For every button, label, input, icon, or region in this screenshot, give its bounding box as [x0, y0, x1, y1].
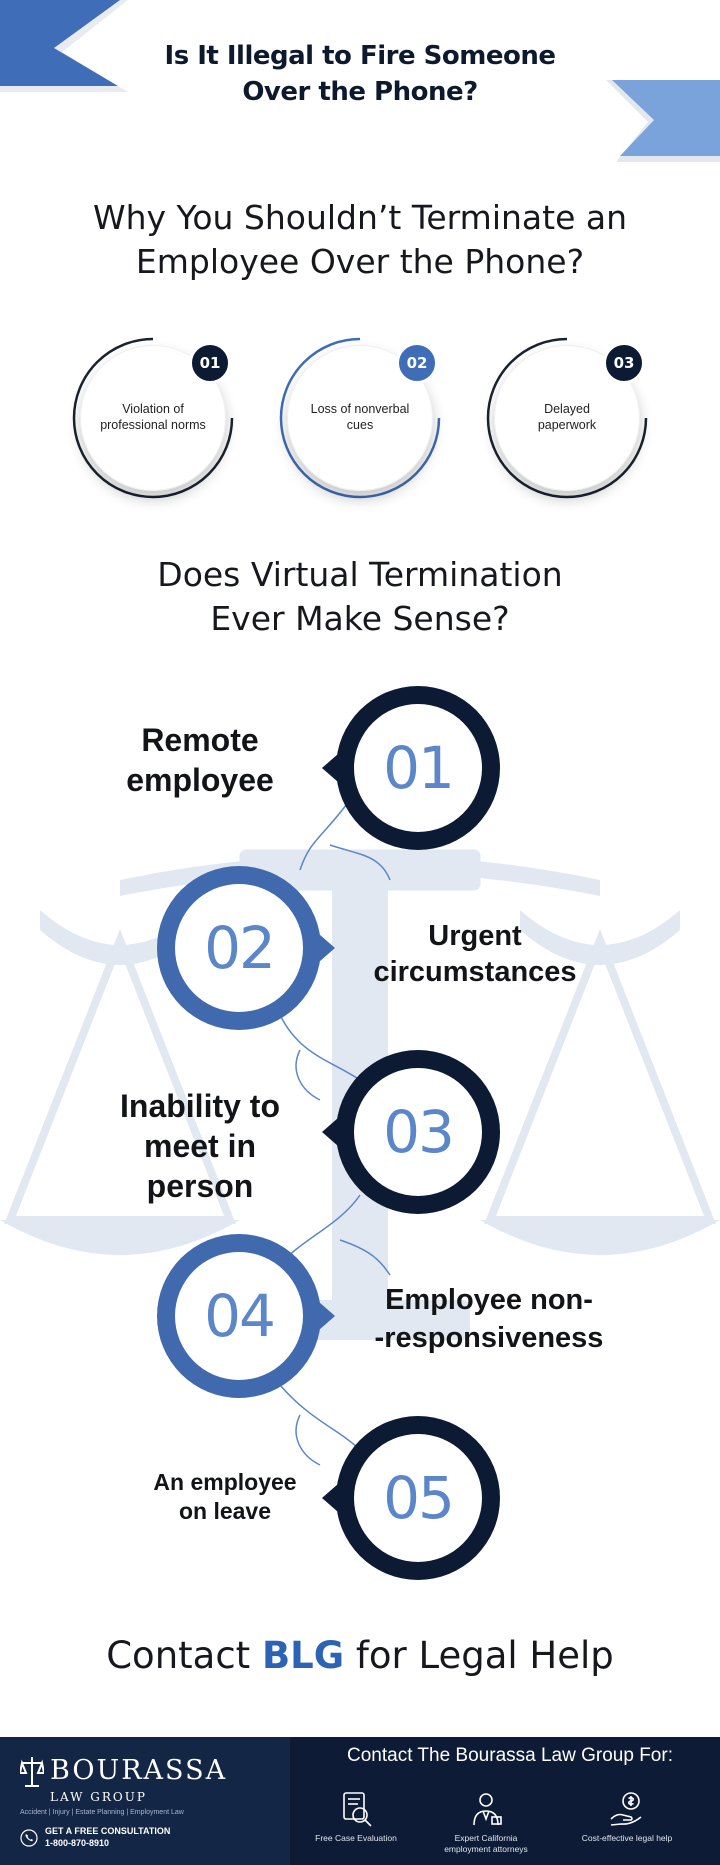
reason-card-2-arc	[279, 337, 441, 499]
reason-card-2-label-line-2: cues	[346, 418, 374, 432]
timeline-label-3-line-3: person	[146, 1168, 254, 1204]
reason-card-3-label: Delayed paperwork	[504, 401, 630, 433]
reason-card-3: Delayed paperwork 03	[482, 333, 652, 503]
service-cost-effective: Cost-effective legal help	[562, 1789, 692, 1844]
header-banner-left	[0, 0, 128, 92]
timeline-node-4-inner	[175, 1252, 303, 1380]
timeline-node-4: 04	[157, 1234, 335, 1398]
timeline-node-2-inner	[175, 884, 303, 1012]
section-heading-virtual-line-1: Does Virtual Termination	[157, 555, 563, 594]
service-label-2-line-1: Expert California	[454, 1833, 518, 1843]
footer: BOURASSA LAW GROUP Accident | Injury | E…	[0, 1737, 720, 1865]
timeline-node-1-inner	[354, 704, 482, 832]
timeline-node-3-inner	[354, 1068, 482, 1196]
timeline-label-3: Inability to meet in person	[90, 1086, 310, 1206]
timeline-node-5-number: 05	[383, 1464, 455, 1532]
footer-title: Contact The Bourassa Law Group For:	[347, 1745, 673, 1766]
reason-card-1-label-line-2: professional norms	[100, 418, 206, 432]
timeline-label-5-line-2: on leave	[178, 1498, 272, 1524]
section-heading-why-line-2: Employee Over the Phone?	[135, 242, 585, 281]
footer-brand-panel	[0, 1737, 290, 1865]
phone-icon	[20, 1829, 38, 1847]
header-banner-right	[606, 80, 720, 162]
reason-card-2-number-badge: 02	[396, 342, 438, 384]
reason-card-1-number-badge: 01	[189, 342, 231, 384]
reason-card-1: Violation of professional norms 01	[68, 333, 238, 503]
service-label-3: Cost-effective legal help	[581, 1833, 673, 1843]
reason-card-3-label-line-2: paperwork	[537, 418, 597, 432]
cta-suffix: for Legal Help	[344, 1634, 614, 1677]
service-label-1: Free Case Evaluation	[315, 1833, 397, 1843]
timeline-label-4-line-2: -responsiveness	[374, 1322, 604, 1354]
timeline-node-1-number: 01	[383, 734, 455, 802]
timeline-label-1: Remote employee	[90, 720, 310, 800]
timeline-node-2-number: 02	[204, 914, 276, 982]
timeline-label-2-line-1: Urgent	[428, 920, 522, 952]
cta-brand: BLG	[261, 1634, 345, 1677]
timeline-node-3-number: 03	[383, 1098, 455, 1166]
reason-card-1-label: Violation of professional norms	[90, 401, 216, 433]
reason-card-3-number-badge: 03	[603, 342, 645, 384]
timeline-node-2: 02	[157, 866, 335, 1030]
timeline-node-5-pointer	[322, 1484, 338, 1512]
reason-card-1-arc	[72, 337, 234, 499]
timeline-label-3-line-1: Inability to	[120, 1088, 280, 1124]
reason-card-3-label-line-1: Delayed	[544, 402, 590, 416]
timeline-label-1-line-2: employee	[126, 762, 274, 798]
service-free-case-evaluation: Free Case Evaluation	[296, 1789, 416, 1844]
cta-heading: Contact BLG for Legal Help	[0, 1632, 720, 1680]
timeline-node-1-pointer	[322, 754, 338, 782]
timeline-label-5: An employee on leave	[120, 1468, 330, 1526]
page-title-line-1: Is It Illegal to Fire Someone	[164, 41, 556, 71]
practice-areas: Accident | Injury | Estate Planning | Em…	[20, 1809, 184, 1816]
section-heading-virtual-line-2: Ever Make Sense?	[210, 599, 510, 638]
cta-prefix: Contact	[106, 1634, 262, 1677]
section-heading-virtual: Does Virtual Termination Ever Make Sense…	[0, 553, 720, 641]
timeline-label-2: Urgent circumstances	[350, 918, 600, 990]
service-label-2: Expert California employment attorneys	[426, 1833, 546, 1855]
attorney-icon	[473, 1793, 502, 1826]
logo-scales-icon	[20, 1757, 44, 1787]
timeline-node-4-pointer	[319, 1302, 335, 1330]
service-label-2-line-2: employment attorneys	[444, 1844, 528, 1854]
timeline-node-5: 05	[322, 1416, 500, 1580]
reason-card-2-label: Loss of nonverbal cues	[297, 401, 423, 433]
logo-subtitle: LAW GROUP	[50, 1790, 147, 1804]
timeline-node-5-inner	[354, 1434, 482, 1562]
timeline-label-1-line-1: Remote	[141, 722, 259, 758]
timeline-label-5-line-1: An employee	[153, 1469, 297, 1495]
section-heading-why: Why You Shouldn’t Terminate an Employee …	[0, 196, 720, 284]
timeline-label-4: Employee non- -responsiveness	[344, 1281, 634, 1357]
logo-name: BOURASSA	[50, 1755, 228, 1786]
timeline-node-3: 03	[322, 1050, 500, 1214]
money-hand-icon	[610, 1792, 642, 1826]
consultation-phone[interactable]: 1-800-870-8910	[45, 1838, 110, 1848]
timeline-node-4-number: 04	[204, 1282, 276, 1350]
timeline-label-2-line-2: circumstances	[373, 956, 577, 988]
consultation-label: GET A FREE CONSULTATION	[45, 1826, 171, 1836]
timeline-node-1: 01	[322, 686, 500, 850]
reason-card-2-label-line-1: Loss of nonverbal	[310, 402, 410, 416]
document-magnifier-icon	[343, 1792, 372, 1827]
reason-card-3-arc	[486, 337, 648, 499]
timeline-label-3-line-2: meet in	[143, 1128, 257, 1164]
service-expert-attorneys: Expert California employment attorneys	[426, 1789, 546, 1855]
timeline-node-2-pointer	[319, 934, 335, 962]
page-title-line-2: Over the Phone?	[242, 77, 478, 107]
page-title: Is It Illegal to Fire Someone Over the P…	[95, 38, 625, 110]
reason-card-2: Loss of nonverbal cues 02	[275, 333, 445, 503]
timeline-label-4-line-1: Employee non-	[385, 1284, 593, 1316]
reason-card-1-label-line-1: Violation of	[122, 402, 184, 416]
timeline-node-3-pointer	[322, 1118, 338, 1146]
section-heading-why-line-1: Why You Shouldn’t Terminate an	[92, 198, 627, 237]
